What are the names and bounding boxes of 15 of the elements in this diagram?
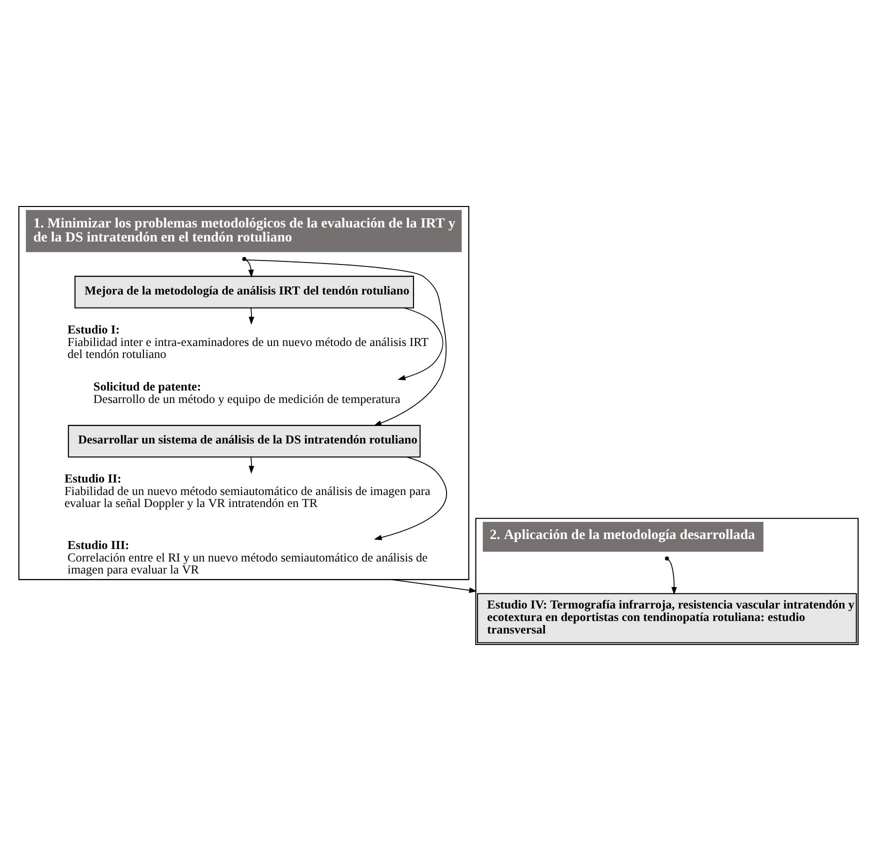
arrow xyxy=(398,307,444,380)
arrow xyxy=(248,307,254,324)
arrow xyxy=(374,456,448,540)
arrow xyxy=(248,456,254,474)
arrow xyxy=(245,259,254,278)
node-text: Estudio II: Fiabilidad de un nuevo método semiautomático de análisis de imagen para evaluar la señal Doppler y la VR intratendón en TR xyxy=(64,471,430,510)
node-box: Desarrollar un sistema de análisis de la DS intratendón rotuliano xyxy=(68,424,421,457)
arrow xyxy=(391,578,478,592)
arrow xyxy=(245,258,447,426)
node-text: Estudio I: Fiabilidad inter e intra-examinadores de un nuevo método de análisis IRT del tendón rotuliano xyxy=(68,322,429,361)
node-box: Estudio IV: Termografía infrarroja, resistencia vascular intratendón y ecotextura en deportistas con tendinopatía rotuliana: estudio transversal xyxy=(477,592,857,643)
node-box: Mejora de la metodología de análisis IRT del tendón rotuliano xyxy=(74,275,414,308)
node-text: Estudio III: Correlación entre el RI y un nuevo método semiautomático de análisis de imagen para evaluar la VR xyxy=(68,538,428,576)
arrow xyxy=(668,558,677,594)
node-text: Solicitud de patente: Desarrollo de un método y equipo de medición de temperatura xyxy=(93,379,400,406)
